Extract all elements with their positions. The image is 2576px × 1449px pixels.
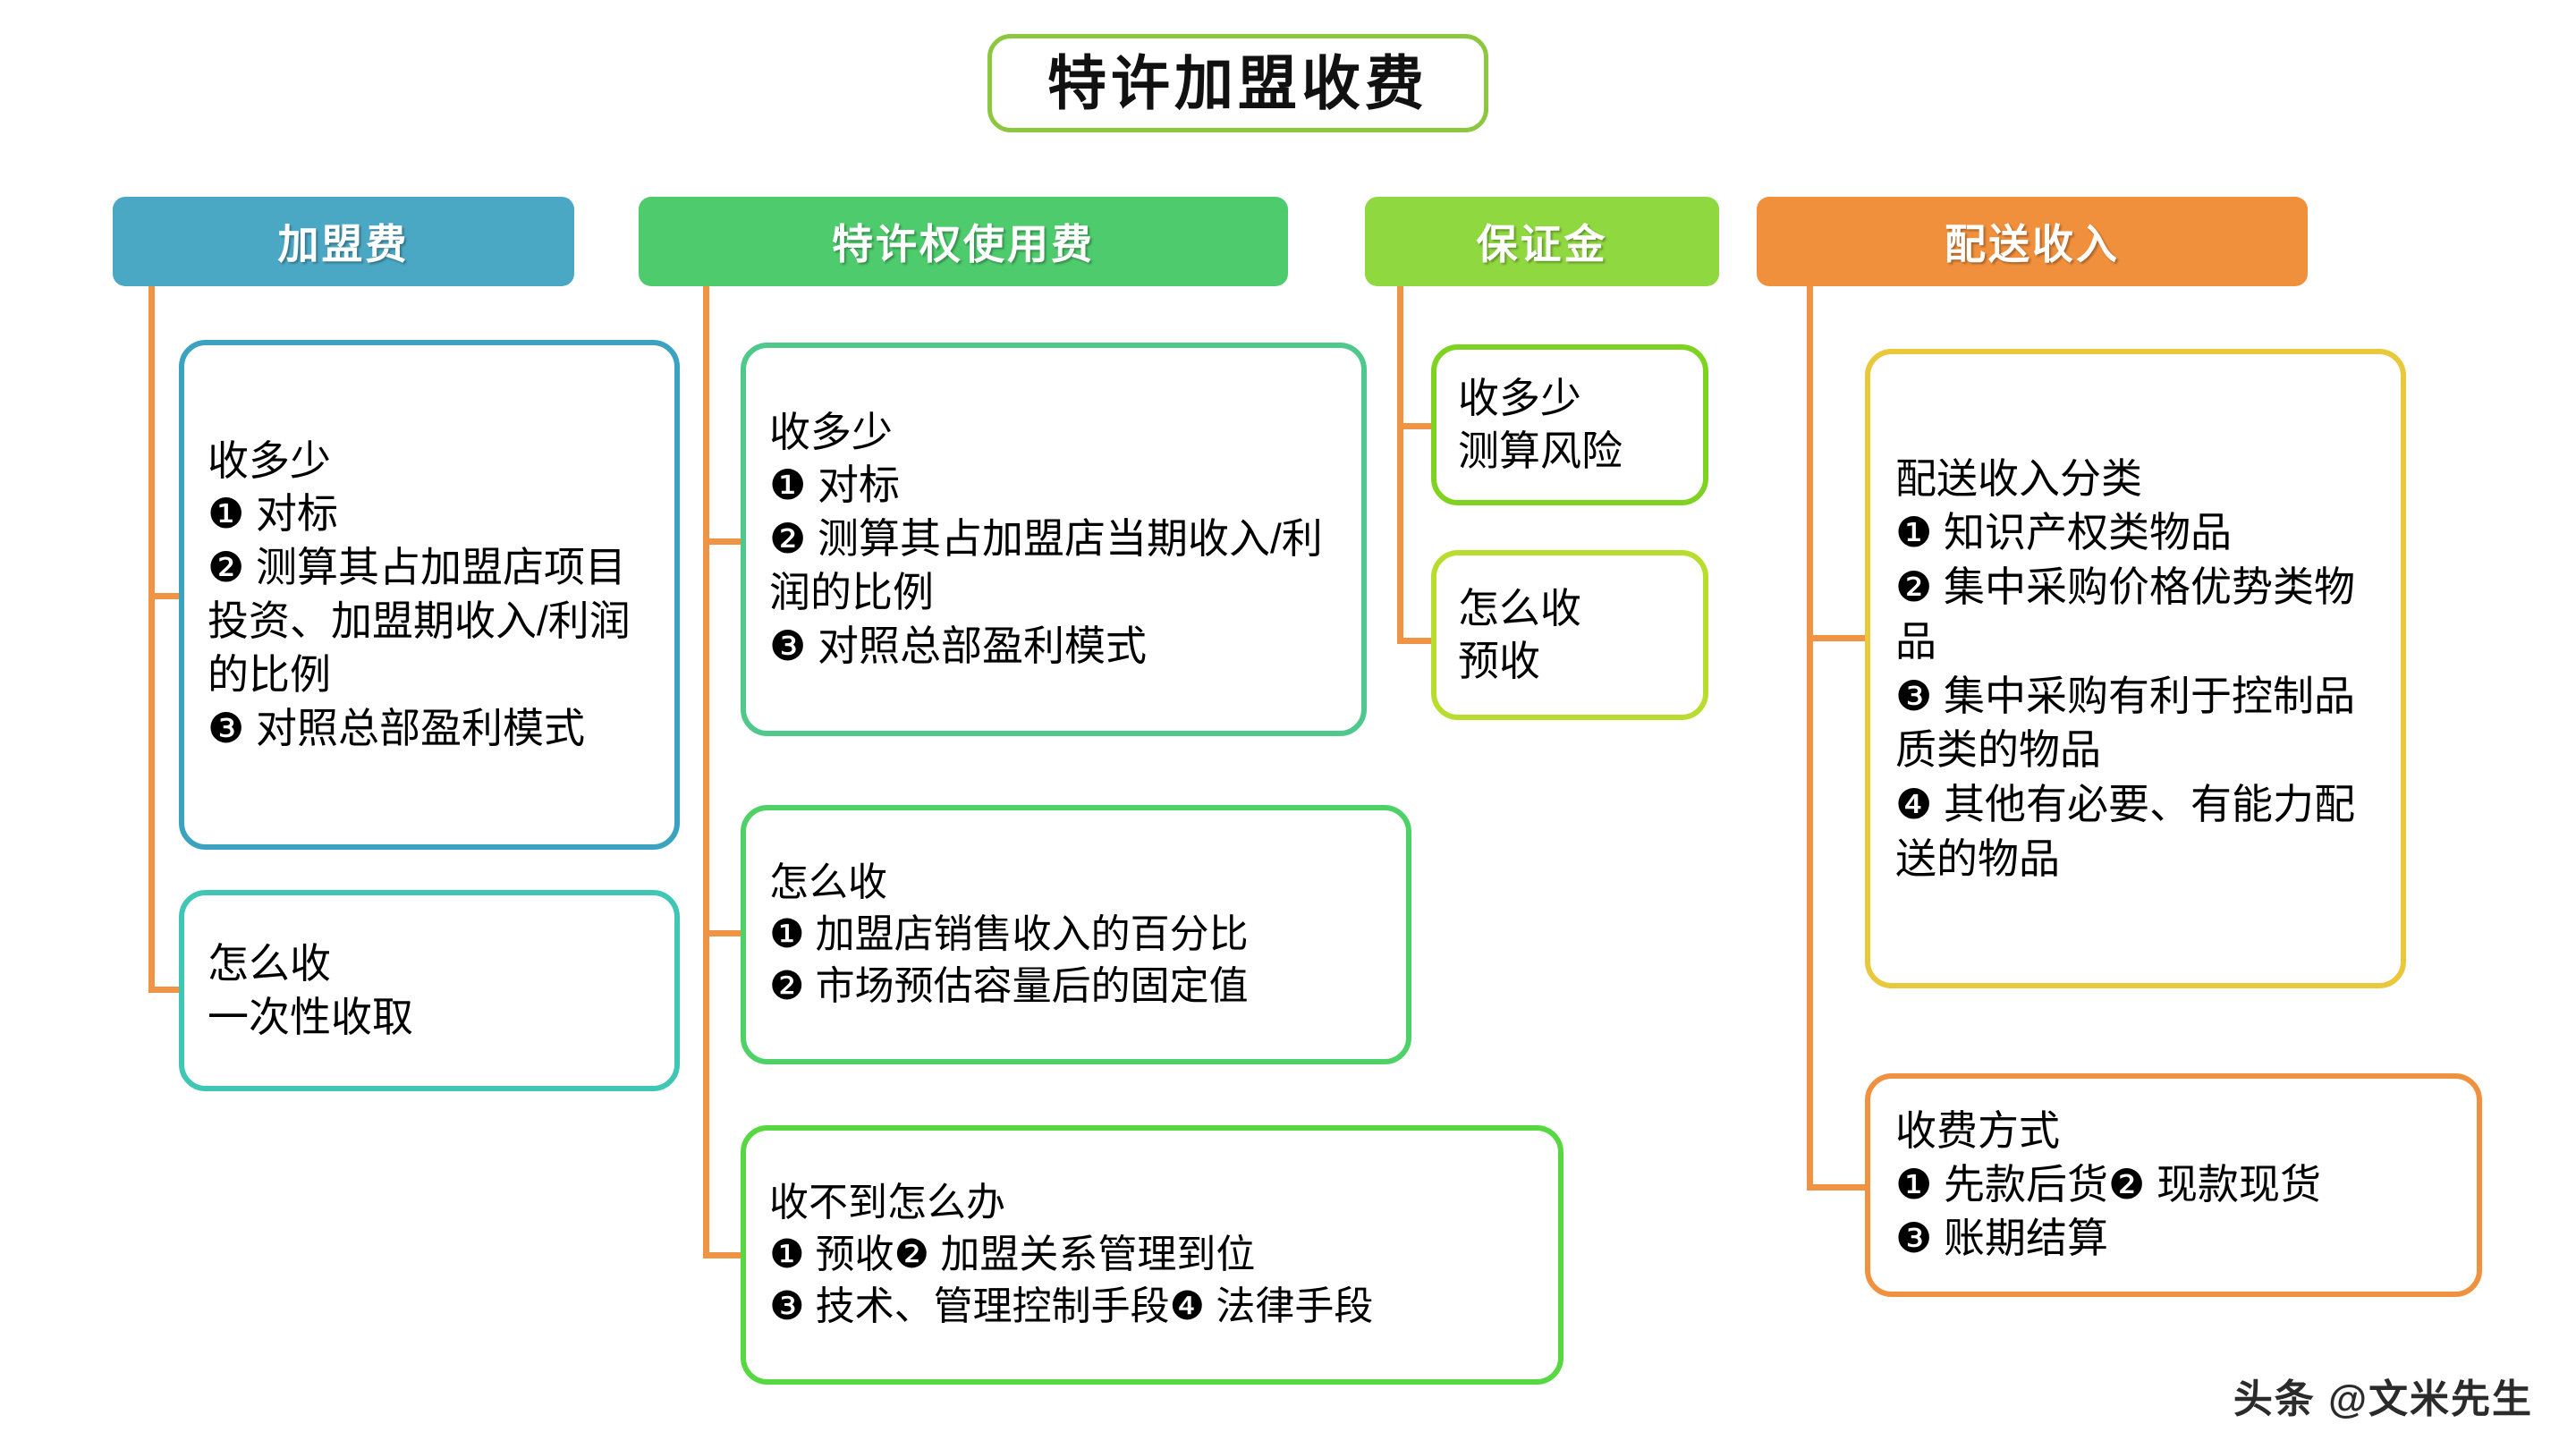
connector-stub-royalty-2 [703,930,755,936]
connector-stub-delivery-1 [1807,635,1868,641]
connector-stub-delivery-2 [1807,1184,1868,1191]
header-franchise-fee-label: 加盟费 [277,221,410,267]
connector-stub-royalty-1 [703,538,755,545]
node-franchise-fee-how-charge-text: 怎么收 一次性收取 [208,939,413,1040]
node-deposit-how-much[interactable]: 收多少 测算风险 [1431,344,1708,505]
connector-stub-franchise-fee-1 [148,593,200,599]
node-deposit-how-much-text: 收多少 测算风险 [1458,375,1623,474]
connector-stub-deposit-1 [1397,423,1438,429]
connector-trunk-royalty-fee [703,286,709,1258]
header-royalty-fee[interactable]: 特许权使用费 [639,197,1288,286]
node-franchise-fee-how-charge[interactable]: 怎么收 一次性收取 [179,890,680,1091]
node-deposit-how-charge-text: 怎么收 预收 [1458,585,1581,684]
connector-trunk-franchise-fee [148,286,155,993]
header-royalty-fee-label: 特许权使用费 [832,221,1095,267]
node-delivery-income-charge-method[interactable]: 收费方式 ❶ 先款后货❷ 现款现货 ❸ 账期结算 [1865,1073,2482,1297]
connector-trunk-deposit [1397,286,1403,644]
node-franchise-fee-how-much-text: 收多少 ❶ 对标 ❷ 测算其占加盟店项目投资、加盟期收入/利润的比例 ❸ 对照总… [208,436,631,751]
node-delivery-income-categories-text: 配送收入分类 ❶ 知识产权类物品 ❷ 集中采购价格优势类物品 ❸ 集中采购有利于… [1895,454,2356,882]
connector-stub-royalty-3 [703,1252,755,1258]
node-royalty-how-much-text: 收多少 ❶ 对标 ❷ 测算其占加盟店当期收入/利润的比例 ❸ 对照总部盈利模式 [769,408,1323,669]
node-franchise-fee-how-much[interactable]: 收多少 ❶ 对标 ❷ 测算其占加盟店项目投资、加盟期收入/利润的比例 ❸ 对照总… [179,340,680,850]
header-deposit[interactable]: 保证金 [1365,197,1719,286]
diagram-title: 特许加盟收费 [987,34,1488,132]
node-delivery-income-categories[interactable]: 配送收入分类 ❶ 知识产权类物品 ❷ 集中采购价格优势类物品 ❸ 集中采购有利于… [1865,349,2406,988]
node-royalty-how-much[interactable]: 收多少 ❶ 对标 ❷ 测算其占加盟店当期收入/利润的比例 ❸ 对照总部盈利模式 [741,343,1367,736]
node-royalty-how-charge-text: 怎么收 ❶ 加盟店销售收入的百分比 ❷ 市场预估容量后的固定值 [769,860,1249,1009]
header-delivery-income[interactable]: 配送收入 [1757,197,2308,286]
header-deposit-label: 保证金 [1476,221,1608,267]
watermark: 头条 @文米先生 [2233,1377,2533,1421]
node-delivery-income-charge-method-text: 收费方式 ❶ 先款后货❷ 现款现货 ❸ 账期结算 [1895,1107,2322,1261]
node-royalty-how-charge[interactable]: 怎么收 ❶ 加盟店销售收入的百分比 ❷ 市场预估容量后的固定值 [741,805,1411,1064]
connector-stub-franchise-fee-2 [148,987,200,993]
connector-stub-deposit-2 [1397,638,1438,644]
connector-trunk-delivery-income [1807,286,1813,1191]
header-franchise-fee[interactable]: 加盟费 [113,197,574,286]
header-delivery-income-label: 配送收入 [1945,221,2120,267]
diagram-title-label: 特许加盟收费 [1047,50,1428,116]
node-deposit-how-charge[interactable]: 怎么收 预收 [1431,550,1708,720]
node-royalty-if-unpaid-text: 收不到怎么办 ❶ 预收❷ 加盟关系管理到位 ❸ 技术、管理控制手段❹ 法律手段 [769,1180,1374,1329]
node-royalty-if-unpaid[interactable]: 收不到怎么办 ❶ 预收❷ 加盟关系管理到位 ❸ 技术、管理控制手段❹ 法律手段 [741,1125,1563,1385]
